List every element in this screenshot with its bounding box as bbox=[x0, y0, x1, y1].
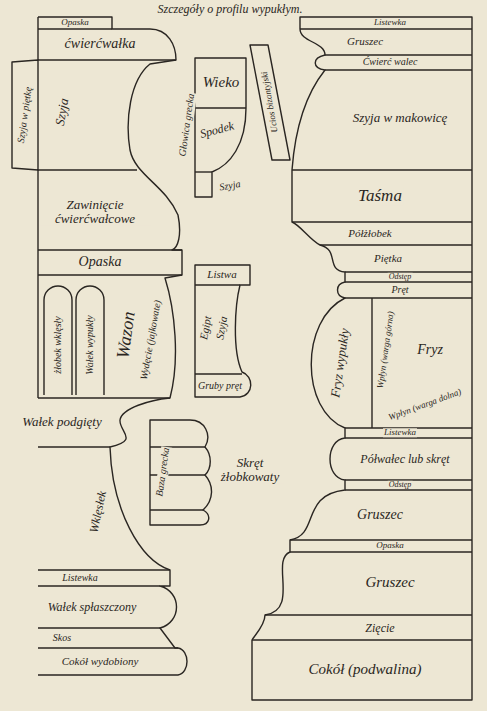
part-label: Spodek bbox=[198, 119, 237, 141]
part-label: Szyja bbox=[53, 96, 72, 127]
part-label: Szyja bbox=[214, 315, 230, 342]
part-label: Gruby pręt bbox=[197, 381, 243, 392]
greek-capital bbox=[195, 58, 246, 197]
part-label: Egipt bbox=[198, 314, 214, 341]
part-label: Skos bbox=[52, 633, 72, 644]
part-label: Opaska bbox=[78, 255, 123, 270]
part-label: Gruszec bbox=[346, 36, 384, 48]
egyptian-profile bbox=[195, 265, 251, 397]
part-label: Listewka bbox=[383, 428, 417, 437]
part-label: Cokół wydobiony bbox=[61, 656, 140, 668]
part-label: Wpłyn (warga górna) bbox=[376, 310, 396, 390]
part-label: Wklęsłek bbox=[87, 489, 109, 535]
part-label: Listewka bbox=[373, 18, 407, 27]
part-label: Ćwierć walec bbox=[362, 57, 419, 68]
part-label: Szyja w makowicę bbox=[352, 111, 449, 125]
part-label: Skręt żłobkowaty bbox=[216, 456, 284, 483]
part-label: Opaska bbox=[60, 18, 90, 27]
part-label: Szyja bbox=[218, 179, 243, 193]
part-label: Pręt bbox=[390, 285, 409, 296]
part-label: Wydęcie (jajkowate) bbox=[139, 298, 164, 382]
part-label: Odstęp bbox=[388, 481, 413, 489]
part-label: Wieko bbox=[202, 75, 241, 91]
part-label: Ucios bizantyjski bbox=[260, 70, 280, 134]
part-label: Wpłyn (warga dolna) bbox=[386, 387, 463, 423]
part-label: Gruszec bbox=[364, 575, 415, 591]
part-label: żłobek wklęsły bbox=[53, 315, 64, 374]
part-label: Zięcie bbox=[364, 622, 395, 635]
right-profile bbox=[250, 17, 472, 700]
part-label: Głowica grecka bbox=[177, 92, 196, 158]
part-label: Fryz bbox=[416, 343, 444, 358]
part-label: Półwałec lub skręt bbox=[359, 453, 450, 466]
part-label: Opaska bbox=[375, 541, 405, 550]
greek-base bbox=[150, 420, 212, 525]
part-label: Fryz wypukły bbox=[328, 327, 351, 400]
part-label: Taśma bbox=[357, 187, 403, 205]
part-label: Gruszec bbox=[356, 508, 404, 523]
part-label: Półżłobek bbox=[347, 228, 392, 240]
part-label: Baza grecka bbox=[154, 446, 172, 498]
part-label: Zawinięcie ćwierćwałcowe bbox=[39, 198, 151, 225]
title: Szczegóły o profilu wypukłym. bbox=[158, 1, 303, 16]
part-label: Listwa bbox=[206, 269, 237, 281]
part-label: ćwierćwałka bbox=[64, 37, 137, 52]
part-label: Listewka bbox=[61, 573, 99, 584]
part-label: Wałek podgięty bbox=[21, 415, 103, 429]
part-label: Szyja w piętkę bbox=[16, 85, 35, 145]
part-label: Odstęp bbox=[388, 273, 413, 281]
part-label: Wałek spłaszczony bbox=[36, 601, 148, 614]
part-label: Wazon bbox=[113, 309, 139, 361]
part-label: Piętka bbox=[373, 253, 403, 265]
part-label: Cokół (podwalina) bbox=[308, 662, 423, 678]
part-label: Wałek wypukły bbox=[85, 314, 96, 375]
left-profile bbox=[12, 17, 187, 675]
